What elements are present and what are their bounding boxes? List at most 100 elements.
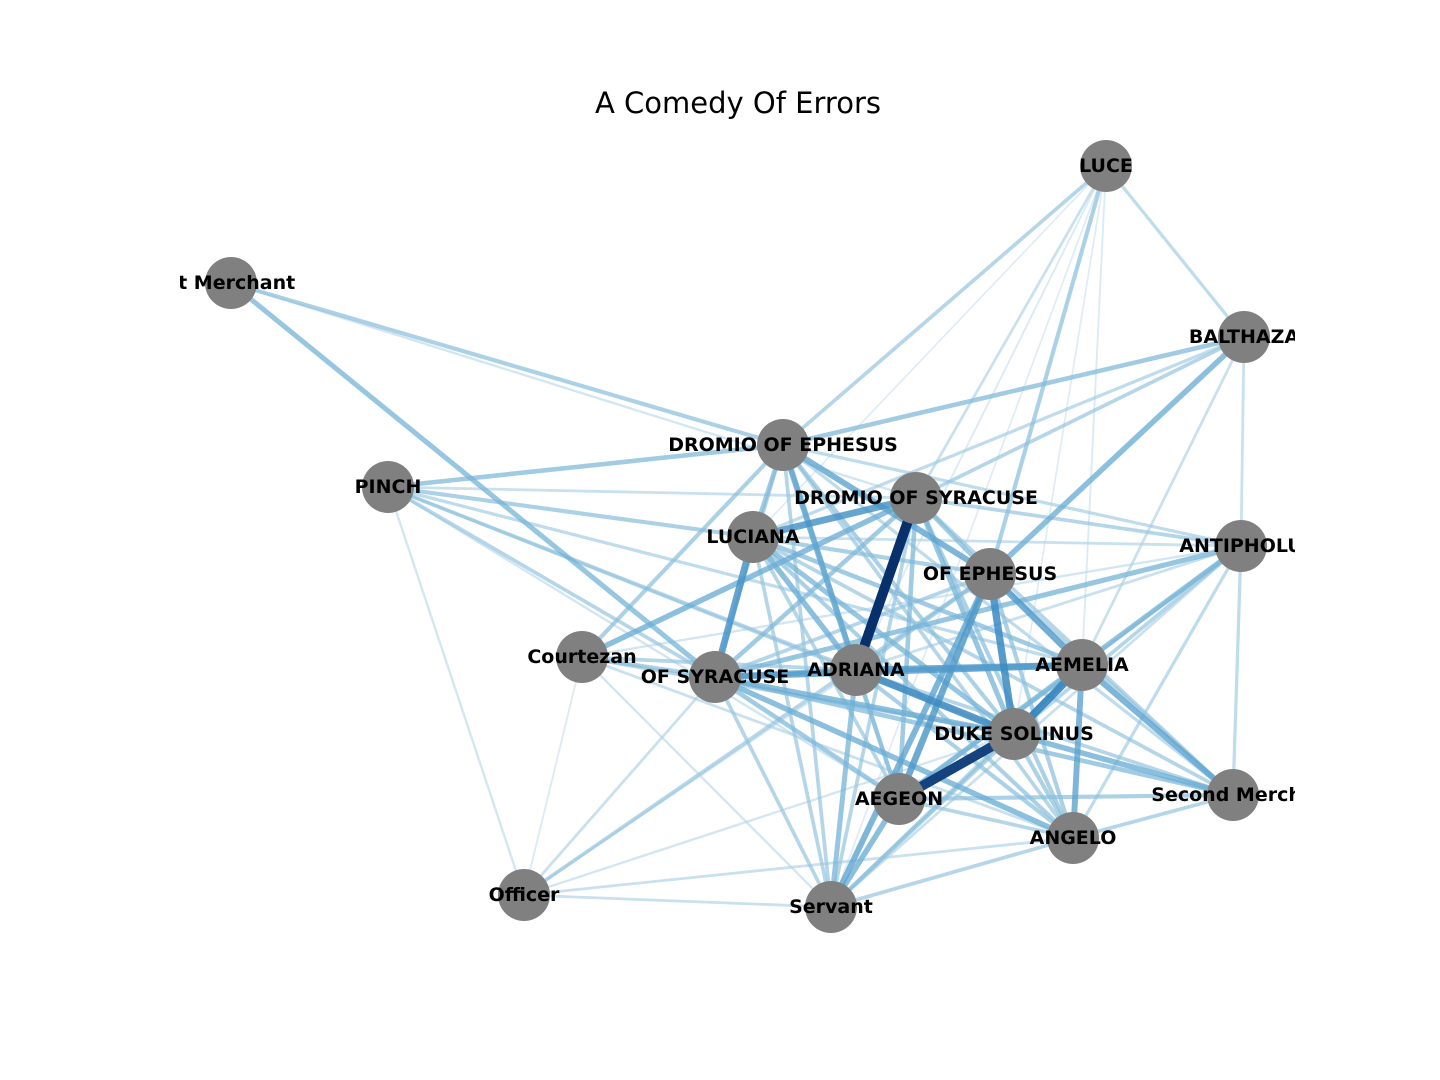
- edge-antipholus-adriana: [855, 544, 1242, 672]
- edge-courtezan-angelo: [581, 655, 1074, 840]
- edge-luciana-aemelia: [752, 534, 1083, 668]
- node-angelo: [1047, 812, 1099, 864]
- node-adriana: [830, 644, 882, 696]
- edge-antipholus-syracuse-aegeon: [713, 675, 901, 801]
- node-antipholus-ephesus: [964, 548, 1016, 600]
- edge-balthazar-antipholus: [1239, 336, 1246, 547]
- node-label-second-merchant: Second Mercha: [1151, 784, 1314, 806]
- edge-dromio-syracuse-adriana: [851, 496, 921, 672]
- node-dromio-syracuse: [890, 472, 942, 524]
- edge-antipholus-syracuse-angelo: [713, 674, 1075, 841]
- edge-dromio-syracuse-luciana: [752, 494, 917, 541]
- node-label-balthazar: BALTHAZA: [1189, 326, 1299, 348]
- edge-luciana-adriana: [750, 535, 859, 672]
- edge-antipholus-duke-solinus: [1012, 544, 1243, 736]
- node-label-luce: LUCE: [1079, 155, 1133, 177]
- node-label-servant: Servant: [789, 896, 873, 918]
- chart-title: A Comedy Of Errors: [595, 86, 881, 120]
- node-label-antipholus-ephesus: OF EPHESUS: [923, 563, 1057, 585]
- edge-angelo-aemelia: [1070, 664, 1085, 839]
- edge-pinch-dromio-syracuse: [387, 485, 917, 500]
- edge-antipholus-ephesus-servant: [828, 572, 993, 909]
- edge-dromio-ephesus-pinch: [387, 442, 784, 490]
- edge-dromio-syracuse-aegeon: [896, 497, 919, 800]
- edge-antipholus-syracuse-duke-solinus: [714, 674, 1015, 737]
- nodes-layer: [205, 140, 1270, 933]
- edge-officer-antipholus-syracuse: [522, 676, 717, 896]
- edge-dromio-syracuse-antipholus-syracuse: [713, 496, 918, 679]
- edge-angelo-second-merchant: [1072, 793, 1234, 840]
- node-label-dromio-syracuse: DROMIO OF SYRACUSE: [794, 487, 1038, 509]
- node-label-duke-solinus: DUKE SOLINUS: [934, 723, 1094, 745]
- edge-luce-dromio-syracuse: [914, 165, 1108, 499]
- edge-luciana-angelo: [751, 535, 1075, 840]
- node-officer: [498, 869, 550, 921]
- node-label-aemelia: AEMELIA: [1035, 654, 1129, 676]
- edge-antipholus-ephesus-balthazar: [988, 334, 1246, 577]
- node-label-aegeon: AEGEON: [855, 788, 943, 810]
- edge-dromio-ephesus-adriana: [780, 444, 859, 671]
- edge-antipholus-ephesus-angelo: [988, 573, 1075, 839]
- edges-layer: [229, 164, 1246, 909]
- node-duke-solinus: [988, 708, 1040, 760]
- edge-luce-dromio-ephesus: [781, 164, 1108, 447]
- edge-antipholus-ephesus-antipholus-syracuse: [714, 572, 991, 679]
- edge-balthazar-luciana: [752, 335, 1245, 539]
- node-luce: [1080, 140, 1132, 192]
- edge-antipholus-ephesus-duke-solinus: [986, 573, 1018, 735]
- node-label-angelo: ANGELO: [1030, 827, 1117, 849]
- edge-dromio-ephesus-angelo: [781, 443, 1075, 840]
- node-antipholus: [1215, 520, 1267, 572]
- edge-first-merchant-antipholus-syracuse: [229, 281, 717, 679]
- node-label-luciana: LUCIANA: [706, 526, 799, 548]
- edge-dromio-ephesus-antipholus-ephesus: [781, 442, 992, 577]
- edge-officer-duke-solinus: [523, 732, 1015, 897]
- node-label-adriana: ADRIANA: [807, 659, 905, 681]
- edge-dromio-ephesus-courtezan: [580, 443, 785, 659]
- edge-luce-luciana: [752, 165, 1107, 538]
- node-pinch: [362, 461, 414, 513]
- edge-officer-angelo: [523, 836, 1074, 897]
- edge-antipholus-angelo: [1071, 545, 1243, 839]
- edge-antipholus-syracuse-servant: [713, 676, 833, 908]
- edge-pinch-adriana: [387, 485, 857, 672]
- node-servant: [805, 881, 857, 933]
- node-label-courtezan: Courtezan: [527, 646, 636, 668]
- edge-adriana-servant: [828, 669, 859, 908]
- edge-dromio-ephesus-first-merchant: [230, 281, 784, 447]
- edge-duke-solinus-second-merchant: [1013, 731, 1234, 798]
- edge-antipholus-ephesus-aegeon: [895, 572, 994, 801]
- edge-pinch-officer: [386, 486, 526, 896]
- edge-balthazar-aemelia: [1080, 336, 1246, 666]
- edge-antipholus-dromio-syracuse: [915, 496, 1242, 548]
- node-label-antipholus: ANTIPHOLU: [1179, 535, 1302, 557]
- node-aegeon: [873, 773, 925, 825]
- edge-balthazar-dromio-syracuse: [915, 335, 1245, 500]
- edge-antipholus-syracuse-second-merchant: [714, 674, 1234, 798]
- edge-adriana-angelo: [854, 668, 1075, 840]
- node-label-first-merchant: st Merchant: [167, 272, 295, 294]
- node-balthazar: [1218, 311, 1270, 363]
- node-courtezan: [556, 631, 608, 683]
- edge-aegeon-second-merchant: [898, 792, 1234, 802]
- edge-aegeon-angelo: [898, 797, 1074, 840]
- node-luciana: [727, 511, 779, 563]
- node-label-dromio-ephesus: DROMIO OF EPHESUS: [668, 434, 898, 456]
- node-aemelia: [1056, 639, 1108, 691]
- edge-luce-balthazar: [1104, 164, 1246, 339]
- edge-adriana-duke-solinus: [854, 666, 1016, 738]
- edge-courtezan-officer: [523, 656, 583, 896]
- edge-pinch-antipholus-syracuse: [387, 485, 716, 679]
- edge-luce-antipholus-ephesus: [988, 165, 1108, 575]
- edge-courtezan-dromio-syracuse: [580, 495, 918, 660]
- edge-courtezan-servant: [581, 656, 832, 908]
- edge-dromio-syracuse-servant: [829, 497, 918, 908]
- edge-pinch-luciana: [387, 484, 754, 540]
- edge-dromio-ephesus-second-merchant: [782, 443, 1234, 797]
- edge-luciana-servant: [751, 536, 833, 908]
- edge-duke-solinus-servant: [829, 732, 1016, 909]
- node-antipholus-syracuse: [689, 651, 741, 703]
- edge-aemelia-second-merchant: [1080, 662, 1235, 798]
